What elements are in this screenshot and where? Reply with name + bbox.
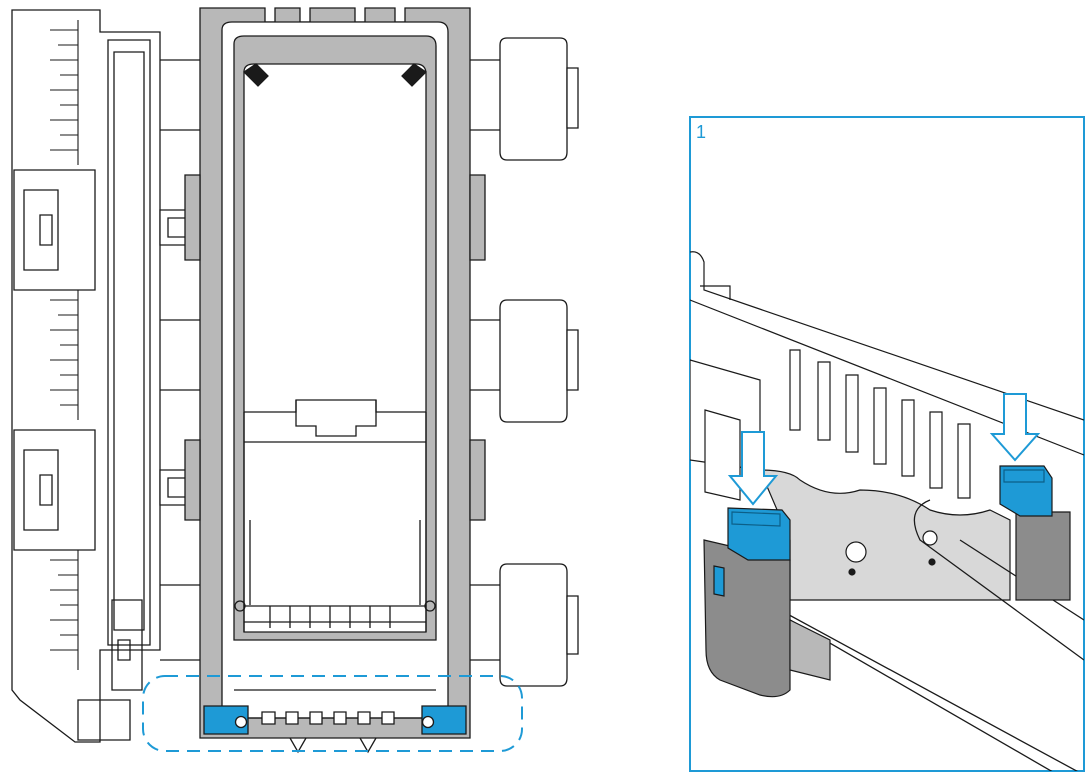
mid-cable-comb bbox=[244, 605, 426, 628]
detail-panel-label: 1 bbox=[696, 122, 707, 142]
press-down-arrow-icon bbox=[727, 431, 779, 506]
right-rollers bbox=[499, 37, 579, 687]
center-clamp bbox=[234, 399, 436, 632]
press-down-arrow-icon bbox=[989, 393, 1041, 462]
detail-illustration bbox=[690, 251, 1084, 771]
main-assembly-view bbox=[11, 7, 579, 754]
bottom-cable-comb bbox=[234, 689, 436, 754]
blue-locking-clips bbox=[203, 705, 467, 735]
main-frame bbox=[184, 7, 486, 739]
highlight-dashed-outline bbox=[142, 675, 523, 752]
guide-rods bbox=[160, 59, 500, 661]
side-housing bbox=[11, 9, 161, 743]
